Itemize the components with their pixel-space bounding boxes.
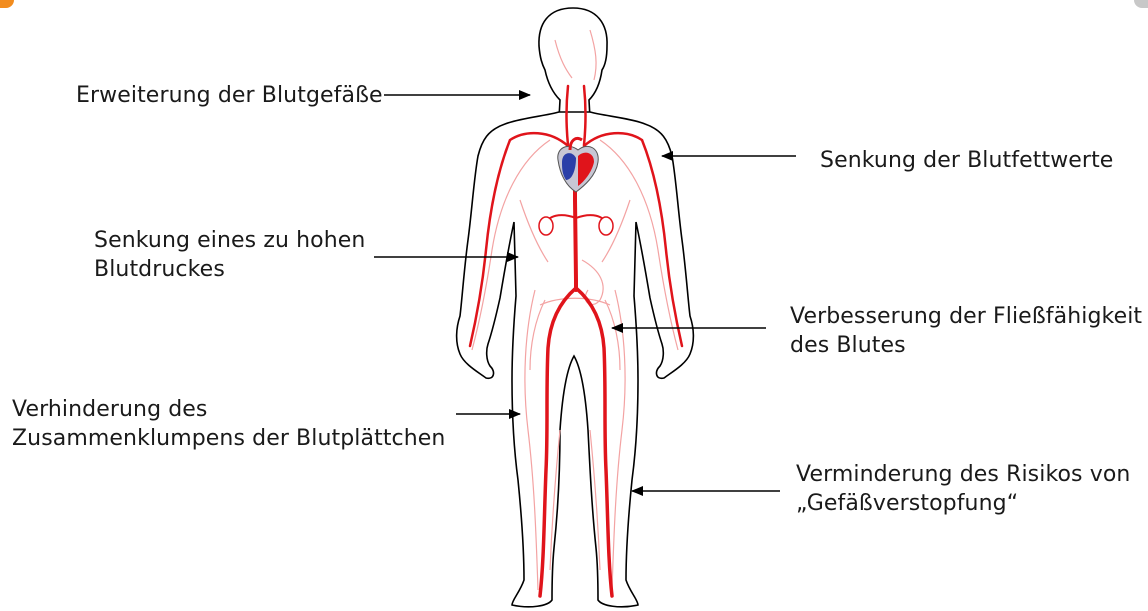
label-clogging-line1: Verminderung des Risikos von — [796, 460, 1130, 489]
label-vessel-dilation: Erweiterung der Blutgefäße — [76, 81, 383, 110]
body-silhouette — [457, 8, 694, 607]
label-blood-pressure-line1: Senkung eines zu hohen — [94, 226, 365, 255]
label-flowability-line1: Verbesserung der Fließfähigkeit — [790, 302, 1142, 331]
label-blood-lipids: Senkung der Blutfettwerte — [820, 146, 1113, 175]
label-platelets-line2: Zusammenklumpens der Blutplättchen — [12, 424, 445, 453]
label-clogging-line2: „Gefäßverstopfung“ — [796, 489, 1018, 518]
label-platelets-line1: Verhinderung des — [12, 395, 208, 424]
label-flowability-line2: des Blutes — [790, 331, 906, 360]
label-blood-pressure-line2: Blutdruckes — [94, 255, 225, 284]
